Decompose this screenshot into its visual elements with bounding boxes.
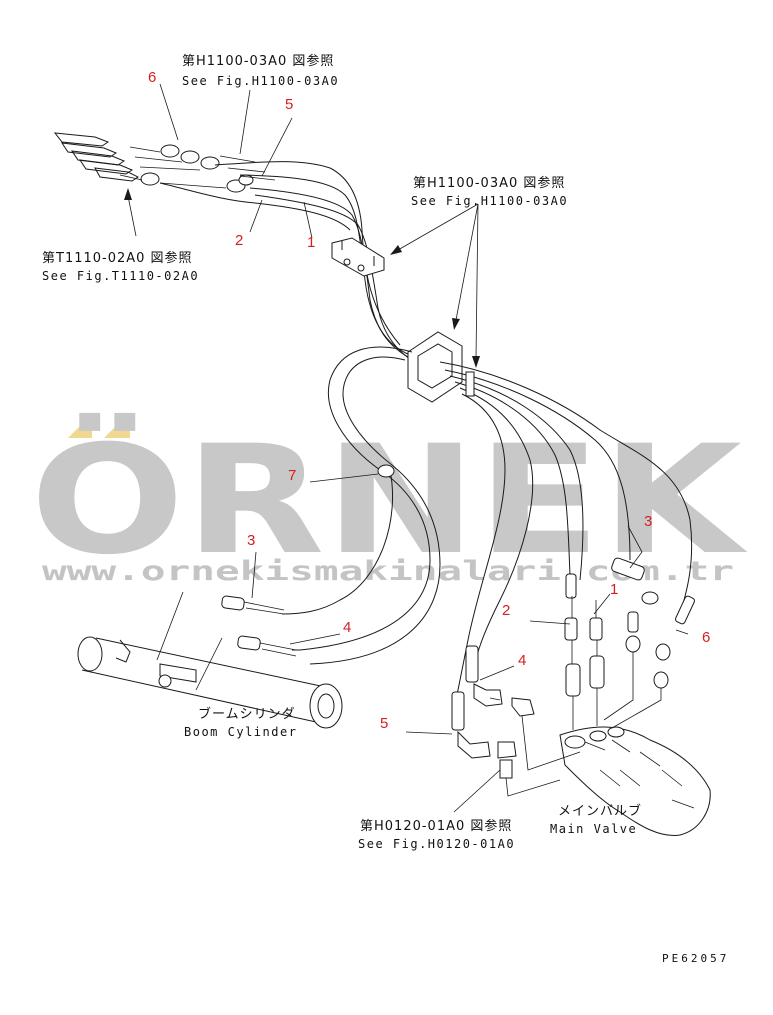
ref-bottom-jp: 第H0120-01A0 図参照: [360, 818, 512, 834]
lower-hose-fittings: [451, 645, 581, 797]
boom-cylinder-label-en: Boom Cylinder: [184, 725, 297, 739]
reference-labels: 第H1100-03A0 図参照 See Fig.H1100-03A0 第H110…: [42, 53, 568, 851]
hose-bundle-main: [439, 361, 693, 701]
part-number-6-right: 6: [702, 629, 710, 646]
leader-lines: [159, 83, 689, 813]
boom-cylinder-hoses: [281, 346, 441, 665]
part-number-1-top: 1: [307, 234, 315, 251]
main-valve: [559, 726, 711, 836]
ref-top-right-jp: 第H1100-03A0 図参照: [413, 175, 565, 191]
main-valve-label-en: Main Valve: [550, 822, 637, 836]
part-number-1-right: 1: [610, 581, 618, 598]
watermark: ÖRNEK www.ornekismakinalari.com.tr: [30, 412, 748, 588]
boom-cylinder: [77, 591, 343, 729]
part-number-5-top: 5: [285, 96, 293, 113]
ref-left-jp: 第T1110-02A0 図参照: [42, 250, 193, 266]
boom-hose-ends: [221, 595, 297, 657]
ref-top-left-en: See Fig.H1100-03A0: [182, 74, 339, 88]
part-number-2-top: 2: [235, 232, 243, 249]
part-number-5-bottom: 5: [380, 715, 388, 732]
part-number-6-top: 6: [148, 69, 156, 86]
watermark-brand: ÖRNEK: [30, 412, 748, 588]
part-number-3-left: 3: [247, 532, 255, 549]
ref-bottom-en: See Fig.H0120-01A0: [358, 837, 515, 851]
right-fittings: [564, 557, 695, 730]
line-art: [53, 83, 711, 836]
part-number-4-right: 4: [518, 652, 526, 669]
main-valve-label-jp: メインバルブ: [558, 803, 642, 819]
ppc-valve-fittings: [53, 132, 276, 193]
ref-top-left-jp: 第H1100-03A0 図参照: [182, 53, 334, 69]
part-number-3-right: 3: [644, 513, 652, 530]
reference-arrows: [124, 188, 480, 368]
part-number-7: 7: [288, 467, 296, 484]
component-labels: ブームシリンダ Boom Cylinder メインバルブ Main Valve: [184, 706, 642, 836]
hose-bundle-upper: [159, 161, 426, 369]
part-number-labels: 6 5 2 1 7 3 4 3 1 2 4 6 5: [148, 69, 710, 732]
boom-cylinder-label-jp: ブームシリンダ: [198, 706, 296, 722]
drawing-code: PE62057: [662, 952, 729, 965]
upper-clamp: [331, 237, 385, 277]
watermark-accent-right: [104, 424, 130, 438]
ref-top-right-en: See Fig.H1100-03A0: [411, 194, 568, 208]
part-number-2-right: 2: [502, 602, 510, 619]
part-number-4-left: 4: [343, 619, 351, 636]
middle-clamp: [407, 331, 463, 403]
ref-left-en: See Fig.T1110-02A0: [42, 269, 199, 283]
watermark-accent-left: [68, 424, 92, 438]
